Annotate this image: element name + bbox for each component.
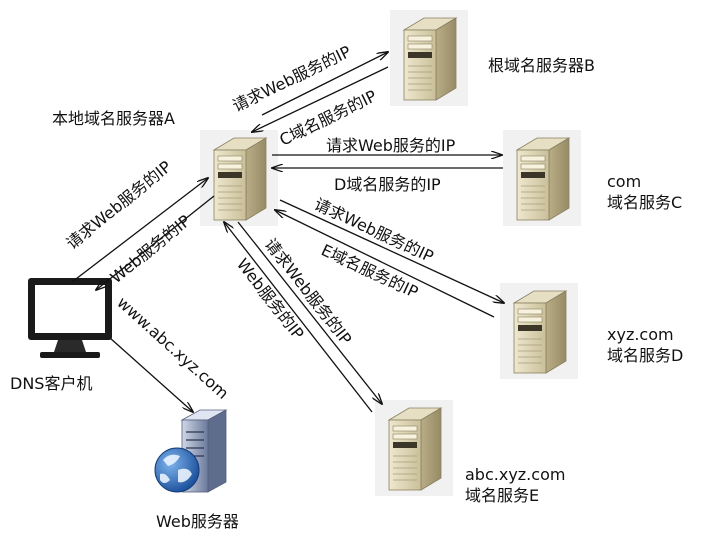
com-server-c-line1: com: [607, 172, 641, 191]
edge-line-local-to-xyz: [279, 199, 504, 303]
web-server-label: Web服务器: [156, 512, 239, 531]
local-server-a-label: 本地域名服务器A: [52, 109, 175, 128]
dns-client-label: DNS客户机: [10, 374, 92, 393]
edge-line-local-to-abc: [237, 221, 382, 404]
com-server-c-line2: 域名服务C: [607, 193, 682, 212]
web-server-icon: [154, 409, 228, 493]
edge-label-client-to-web: www.abc.xyz.com: [113, 293, 232, 403]
abc-server-e-line2: 域名服务E: [465, 486, 539, 505]
edge-line-root-to-local: [252, 66, 389, 132]
edge-line-xyz-to-local: [275, 210, 495, 318]
edge-line-local-to-client: [96, 195, 215, 290]
local-server-a-icon: [199, 129, 279, 227]
edge-line-abc-to-local: [224, 222, 373, 413]
com-server-c-icon: [502, 129, 582, 227]
edge-label-local-to-com: 请求Web服务的IP: [326, 136, 456, 155]
root-server-b-icon: [389, 9, 469, 107]
edge-label-com-to-local: D域名服务的IP: [334, 175, 441, 194]
edge-line-local-to-root: [261, 52, 388, 116]
root-server-b-label: 根域名服务器B: [488, 56, 595, 75]
xyz-server-d-line2: 域名服务D: [607, 346, 683, 365]
edge-line-client-to-local: [71, 178, 208, 283]
xyz-server-d-icon: [499, 282, 579, 380]
edge-line-client-to-web: [109, 337, 193, 412]
abc-server-e-icon: [374, 399, 454, 497]
abc-server-e-line1: abc.xyz.com: [465, 465, 565, 484]
xyz-server-d-line1: xyz.com: [607, 325, 674, 344]
monitor-icon: [28, 278, 112, 358]
